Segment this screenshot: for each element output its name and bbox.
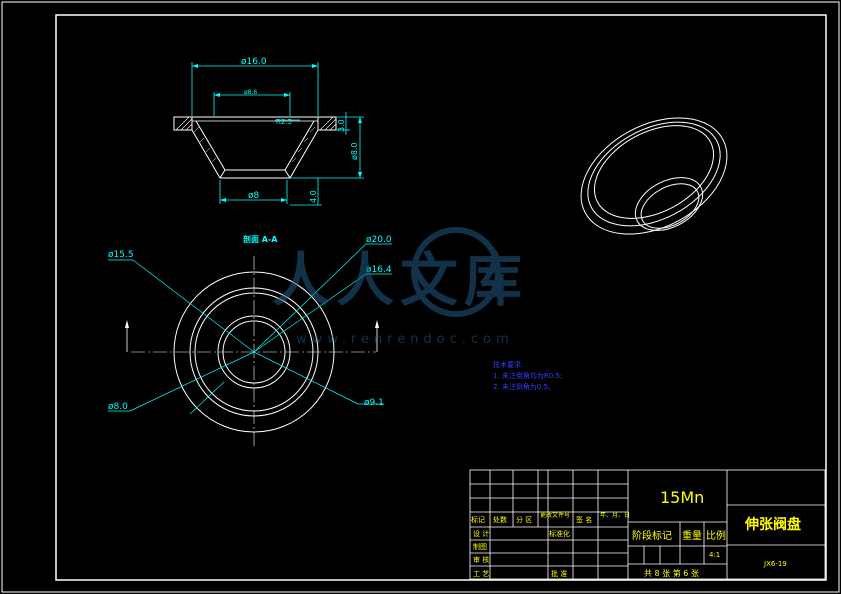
row-design: 设 计	[473, 529, 489, 538]
tech-notes: 技术要求: 1. 未注倒角均为R0.5; 2. 未注倒角为0.5。	[493, 360, 562, 391]
iso-view	[580, 117, 728, 235]
row-standard: 标准化	[549, 529, 570, 538]
scale-value: 4:1	[709, 551, 720, 559]
tech-notes-line2: 2. 未注倒角为0.5。	[493, 382, 555, 391]
dim-right-small: 3.0	[337, 119, 346, 132]
watermark-brand: 人人文库	[272, 246, 528, 314]
hdr-change-doc: 更改文件号	[540, 511, 570, 519]
dim-outer-top: ø16.0	[241, 57, 267, 67]
section-label: 剖面 A-A	[243, 234, 278, 244]
watermark: 人人文库 www.renrendoc.com	[272, 227, 528, 347]
dim-15-5: ø15.5	[108, 250, 134, 260]
hdr-date: 年、月、日	[600, 511, 630, 519]
drawing-no: JX6-19	[763, 560, 787, 568]
hdr-sign: 签 名	[576, 515, 592, 524]
title-block	[469, 469, 826, 580]
dim-right-total: ø8.0	[350, 142, 359, 160]
drawing-frame	[55, 14, 827, 581]
dim-bottom-height: 4.0	[309, 190, 318, 203]
scale-label: 比例	[706, 529, 726, 542]
row-approve: 批 准	[551, 569, 567, 578]
hdr-zone: 分 区	[516, 515, 532, 524]
row-review: 审 核	[473, 555, 489, 564]
dim-20: ø20.0	[366, 235, 392, 245]
plan-view: 剖面 A-A ø15.5 ø20.0 ø16.4 ø8.0 ø9.1	[108, 234, 392, 448]
part-name: 伸张阀盘	[744, 516, 801, 533]
hdr-mark: 标记	[471, 515, 485, 524]
hdr-count: 处数	[493, 515, 507, 524]
row-drafting: 制图	[473, 542, 487, 551]
row-process: 工 艺	[473, 570, 489, 578]
dim-9-1: ø9.1	[364, 398, 384, 408]
weight-label: 重量	[682, 529, 702, 542]
stage-mark: 阶段标记	[632, 529, 672, 542]
watermark-logo-ring	[411, 227, 501, 317]
material: 15Mn	[660, 488, 704, 507]
sheet-info: 共 8 张 第 6 张	[644, 568, 699, 578]
title-block-text: 标记 处数 分 区 更改文件号 签 名 年、月、日 设 计 标准化 制图 审 核…	[471, 488, 801, 578]
dim-16-4: ø16.4	[366, 265, 392, 275]
dim-inner-top: ø8.6	[244, 89, 257, 96]
tech-notes-line1: 1. 未注倒角均为R0.5;	[493, 371, 562, 380]
section-view: ø16.0 ø8.6 ø8 R2.5 3.0 ø8.0 4.0	[173, 57, 364, 206]
dim-radius: R2.5	[276, 118, 292, 126]
watermark-url: www.renrendoc.com	[296, 332, 514, 347]
tech-notes-title: 技术要求:	[493, 360, 523, 369]
dim-8: ø8.0	[108, 402, 128, 412]
dim-bottom: ø8	[248, 191, 260, 201]
